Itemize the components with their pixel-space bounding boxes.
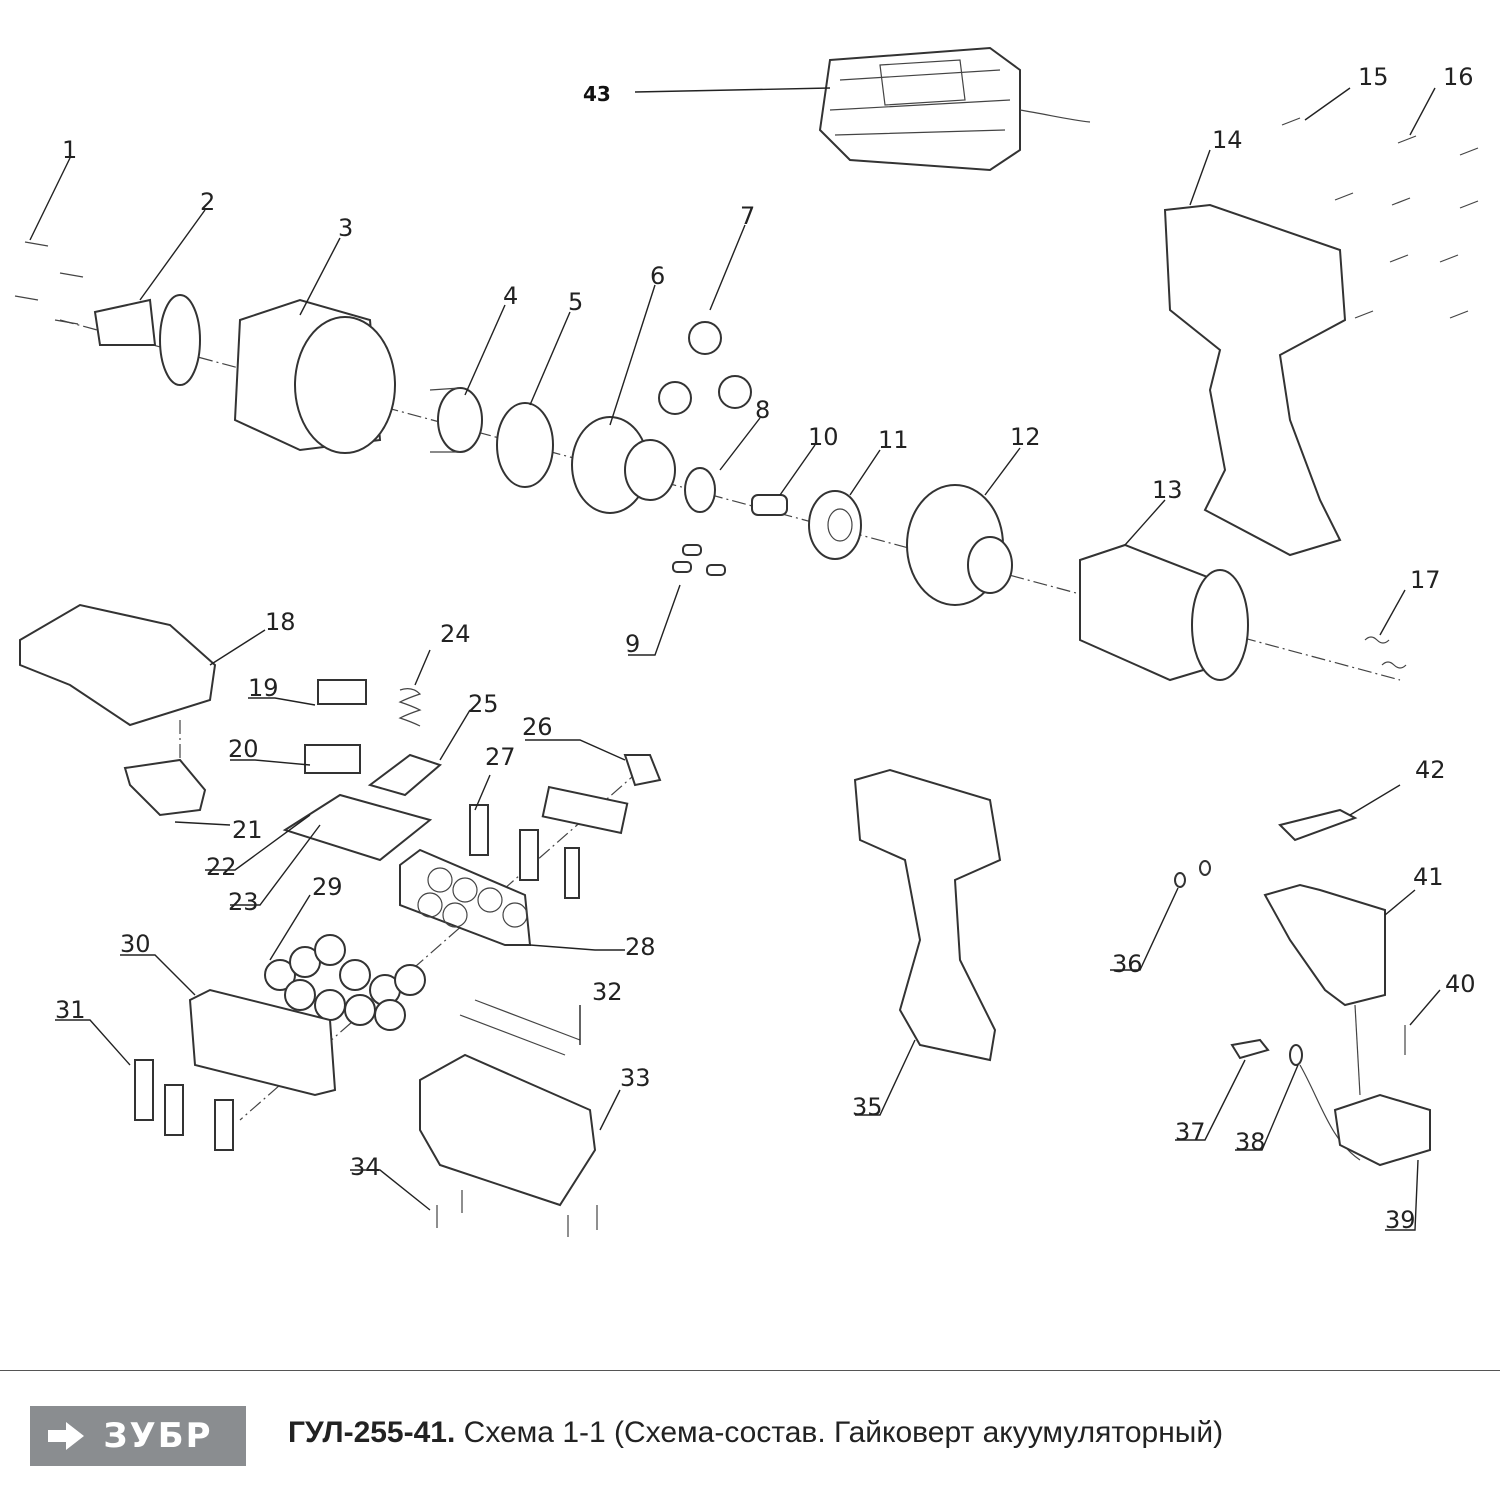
part-label-3: 3 [338, 214, 353, 242]
part-label-23: 23 [228, 888, 259, 916]
part-label-30: 30 [120, 930, 151, 958]
part-label-24: 24 [440, 620, 471, 648]
part-label-21: 21 [232, 816, 263, 844]
part-label-33: 33 [620, 1064, 651, 1092]
housing-half-part [1163, 203, 1347, 557]
battery-case-part [419, 1053, 597, 1207]
part-label-12: 12 [1010, 423, 1041, 451]
contact-strips-part [469, 804, 580, 899]
part-label-13: 13 [1152, 476, 1183, 504]
part-label-2: 2 [200, 188, 215, 216]
leader-lines [29, 87, 1441, 1231]
part-label-37: 37 [1175, 1118, 1206, 1146]
washer-part [496, 402, 554, 488]
cell-holder-part [399, 848, 532, 946]
part-label-29: 29 [312, 873, 343, 901]
exploded-parts-diagram: 1 2 3 4 5 6 7 8 9 10 11 12 13 14 15 16 1… [14, 46, 1479, 1237]
caption-text: Схема 1-1 (Схема-состав. Гайковерт акуум… [455, 1416, 1224, 1449]
page-caption: ГУЛ-255-41. Схема 1-1 (Схема-состав. Гай… [288, 1416, 1223, 1450]
part-label-14: 14 [1212, 126, 1243, 154]
pcb-plate-part [282, 793, 433, 862]
part-label-39: 39 [1385, 1206, 1416, 1234]
part-label-34: 34 [350, 1153, 381, 1181]
part-label-35: 35 [852, 1093, 883, 1121]
pins-part [672, 544, 726, 576]
connector-part [541, 754, 662, 835]
footer-divider [0, 1370, 1500, 1371]
part-labels: 1 2 3 4 5 6 7 8 9 10 11 12 13 14 15 16 1… [55, 63, 1476, 1234]
part-label-28: 28 [625, 933, 656, 961]
rods-part [459, 999, 581, 1056]
gear-housing-part [233, 298, 396, 454]
assembled-tool-part [853, 768, 1002, 1062]
anvil-part [93, 294, 201, 386]
motor-mount-part [906, 484, 1013, 606]
bushing-part [429, 387, 483, 453]
part-label-17: 17 [1410, 566, 1441, 594]
direction-slider-part [1278, 808, 1358, 842]
small-washer-part [684, 467, 716, 513]
control-board-part [1333, 1093, 1431, 1167]
part-label-16: 16 [1443, 63, 1474, 91]
arrow-icon [48, 1422, 84, 1450]
part-label-9: 9 [625, 630, 640, 658]
model-number: ГУЛ-255-41. [288, 1416, 456, 1449]
part-label-25: 25 [468, 690, 499, 718]
screws-part [14, 117, 1479, 325]
part-label-20: 20 [228, 735, 259, 763]
charger-part [818, 46, 1091, 172]
part-label-42: 42 [1415, 756, 1446, 784]
switch-part [1263, 883, 1386, 1096]
pinion-part [751, 494, 788, 516]
part-label-27: 27 [485, 743, 516, 771]
part-label-18: 18 [265, 608, 296, 636]
part-label-1: 1 [62, 136, 77, 164]
part-label-32: 32 [592, 978, 623, 1006]
case-screws-part [436, 1190, 598, 1237]
lower-strips-part [134, 1059, 234, 1151]
latch-part [123, 758, 207, 817]
part-label-31: 31 [55, 996, 86, 1024]
spring-part [398, 688, 422, 727]
motor-part [1079, 543, 1249, 682]
part-label-41: 41 [1413, 863, 1444, 891]
part-label-38: 38 [1235, 1128, 1266, 1156]
brush-springs-part [1364, 636, 1407, 669]
part-label-15: 15 [1358, 63, 1389, 91]
battery-cover-part [19, 603, 217, 727]
terminal-block-part [317, 679, 367, 705]
lever-part [1230, 1038, 1270, 1060]
lower-cell-holder-part [188, 988, 337, 1097]
release-button-part [367, 753, 442, 797]
battery-cells-part [264, 934, 426, 1031]
part-label-19: 19 [248, 674, 279, 702]
part-label-36: 36 [1112, 950, 1143, 978]
part-label-26: 26 [522, 713, 553, 741]
part-label-43: 43 [583, 82, 611, 106]
footer: ЗУБР ГУЛ-255-41. Схема 1-1 (Схема-состав… [0, 1390, 1500, 1480]
brand-logo: ЗУБР [30, 1406, 246, 1466]
part-label-8: 8 [755, 396, 770, 424]
part-label-22: 22 [206, 853, 237, 881]
caps-part [1174, 860, 1211, 888]
part-label-7: 7 [740, 202, 755, 230]
brand-name: ЗУБР [103, 1416, 213, 1456]
hammer-cage-part [571, 416, 676, 514]
planet-gears-part [658, 321, 752, 415]
part-label-6: 6 [650, 262, 665, 290]
part-label-11: 11 [878, 426, 909, 454]
part-label-40: 40 [1445, 970, 1476, 998]
part-label-4: 4 [503, 282, 518, 310]
led-part [1289, 1044, 1361, 1161]
part-label-5: 5 [568, 288, 583, 316]
bearing-part [808, 490, 862, 560]
terminal-holder-part [304, 744, 361, 774]
part-label-10: 10 [808, 423, 839, 451]
